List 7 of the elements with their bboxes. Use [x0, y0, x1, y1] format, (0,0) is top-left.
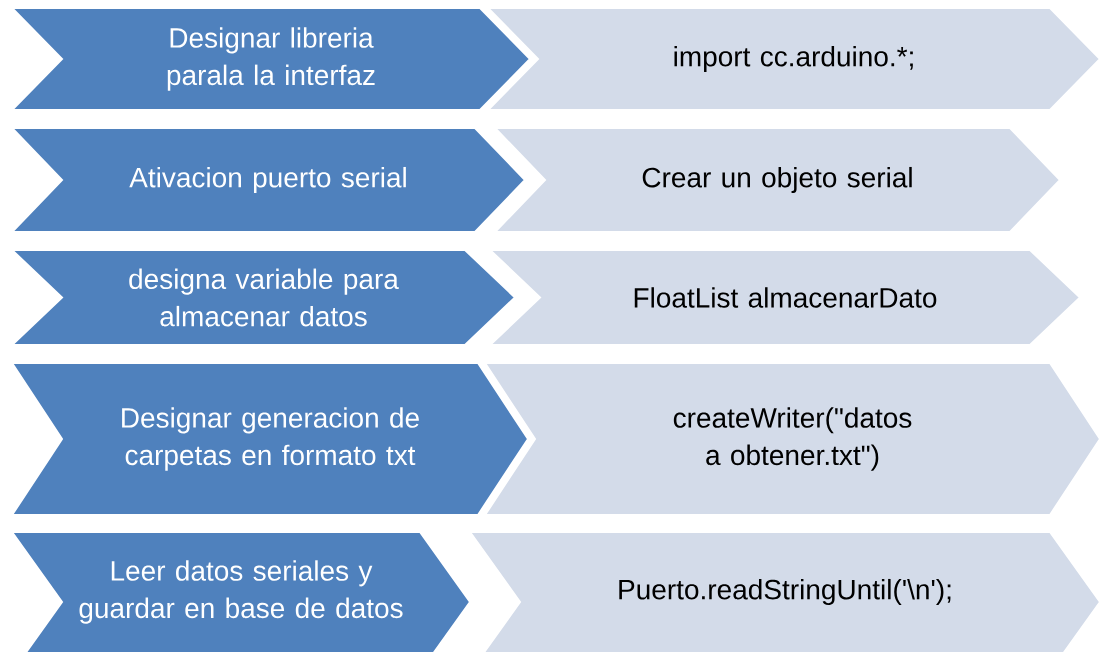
detail-banner: FloatList almacenarDato — [487, 249, 1082, 346]
detail-banner: createWriter("datos a obtener.txt") — [483, 362, 1102, 516]
step-banner: Leer datos seriales y guardar en base de datos — [10, 531, 472, 652]
detail-banner: Crear un objeto serial — [492, 127, 1062, 233]
step-banner: Designar generacion de carpetas en formato txt — [10, 362, 530, 516]
detail-banner: Puerto.readStringUntil('\n'); — [468, 531, 1102, 652]
detail-banner: import cc.arduino.*; — [485, 7, 1102, 111]
